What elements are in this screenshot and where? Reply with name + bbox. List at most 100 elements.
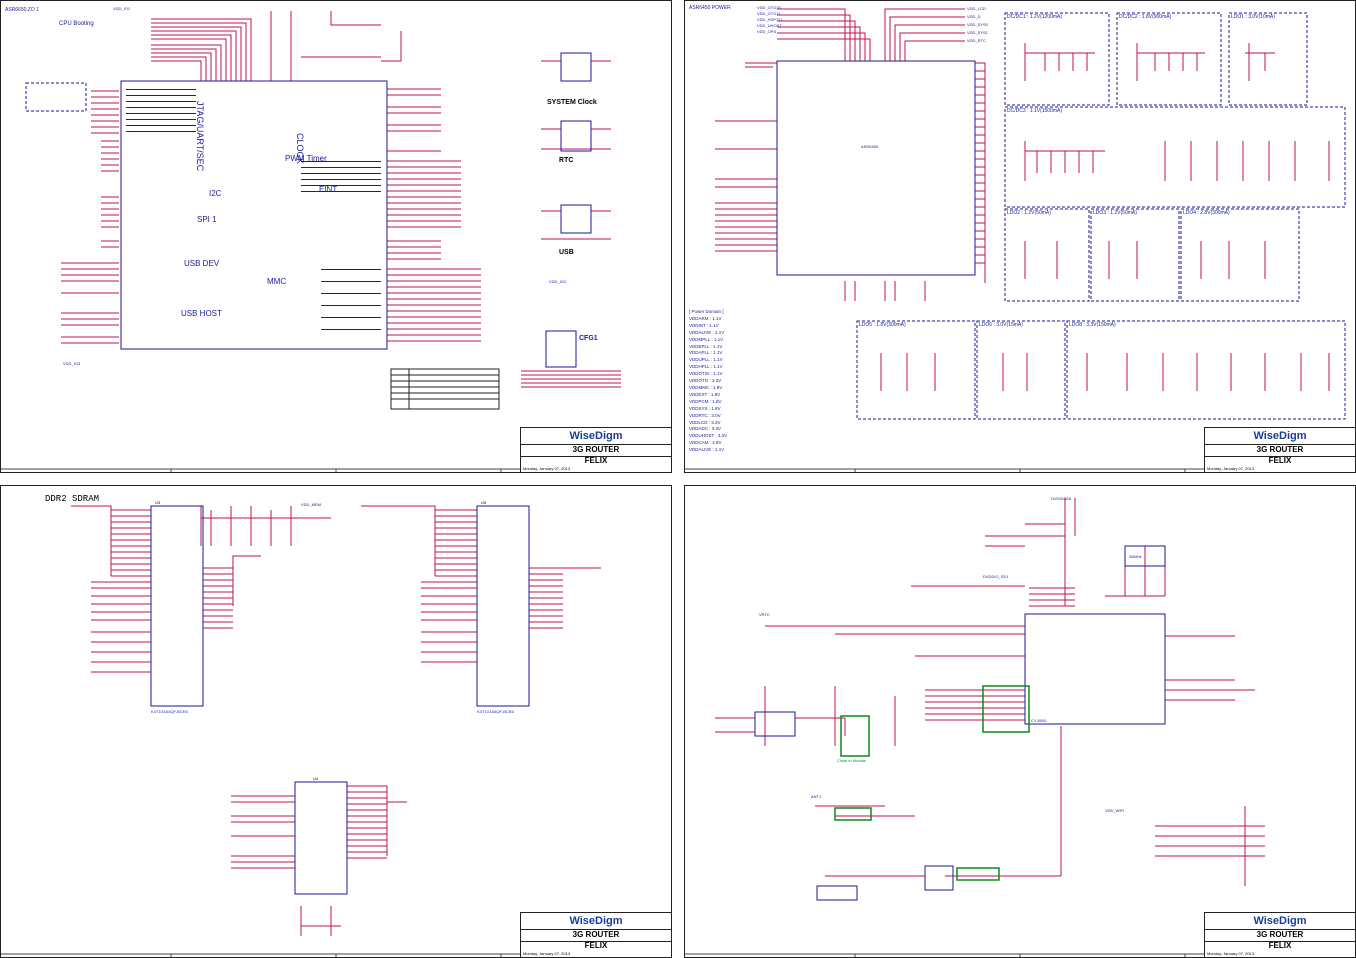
project-title: 3G ROUTER <box>1205 929 1355 942</box>
power-domain-item: VDDLCD : 3.3V <box>689 419 721 425</box>
ddr2-title: DDR2 SDRAM <box>45 494 100 504</box>
group-ldo6: LDO6 : 3.0V(15mA) <box>979 322 1023 328</box>
rail-top-4: VDD_OPS <box>757 29 777 34</box>
sheet2-header: ASR6450 POWER <box>689 5 731 11</box>
rtc-label: RTC <box>559 157 574 164</box>
cpu-booting-note: CPU Booting <box>59 21 94 27</box>
power-domain-item: VDDAPLL : 1.1V <box>689 350 723 356</box>
company-logo: WiseDigm <box>521 428 671 445</box>
power-domain-item: VDDRTC : 3.0V <box>689 412 721 418</box>
rail-top-3: VDD_UHOST <box>757 23 782 28</box>
rail-dvddio28: DVDDIO28 <box>1051 496 1072 501</box>
sheet1-header: ASR6650.ZO 1 <box>5 7 39 13</box>
document-number: FELIX <box>1268 941 1292 950</box>
group-ldo4: LDO4 : 2.8V(300mA) <box>1183 210 1230 216</box>
close-to-module-note: Close to Module <box>837 758 866 763</box>
mmc-block-label: MMC <box>267 277 287 286</box>
rail-right-3: VDD_SYS1 <box>967 30 988 35</box>
power-domain-item: VDDOTGI : 1.1V <box>689 371 723 377</box>
sheet-date: Monday, January 07, 2013 <box>523 951 571 956</box>
crystal-label: 26MHz <box>1129 554 1142 559</box>
group-ldo3: LDO3 : 1.2V(50mA) <box>1093 210 1137 216</box>
power-domain-item: VDDALIVE : 1.1V <box>689 329 725 335</box>
ddr2-part-u3: U3 <box>155 500 161 505</box>
group-dcdc2: DC/DC2 : 1.8V(900mA) <box>1119 14 1172 20</box>
title-block: WiseDigm 3G ROUTER FELIX Monday, January… <box>520 427 671 472</box>
rail-top-0: VDD_OTG33 <box>757 5 781 10</box>
project-title: 3G ROUTER <box>521 444 671 457</box>
power-domain-item: VDDCAM : 2.8V <box>689 440 722 446</box>
power-domain-item: VDDMMC : 1.8V <box>689 384 723 390</box>
rail-dvddio-sd1: DVDDIO_SD1 <box>983 574 1009 579</box>
rail-vdd-io1: VDD_IO1 <box>113 6 131 11</box>
sheet2-wiring <box>685 8 1355 472</box>
sheet-date: Monday, January 07, 2013 <box>1207 951 1255 956</box>
system-clock-label: SYSTEM Clock <box>547 99 597 106</box>
eint-block-label: EINT <box>319 185 338 194</box>
document-number: FELIX <box>584 456 608 465</box>
group-ldo1: LDO1 : 3.0V(10mA) <box>1231 14 1275 20</box>
power-domain-item: VDDARM : 1.1V <box>689 315 722 321</box>
ddr2-footprint-u5: K4T1G164QF-BCE6 <box>477 709 514 714</box>
usb-label: USB <box>559 249 574 256</box>
sheet1-wiring <box>1 11 671 472</box>
sheet-date: Monday, January 07, 2013 <box>1207 466 1255 471</box>
schematic-sheet-power: ASR6450 POWER ASR6450 VDD_OTG33 VDD_OTG1… <box>684 0 1356 473</box>
document-number: FELIX <box>1268 456 1292 465</box>
i2c-block-label: I2C <box>209 189 222 198</box>
power-domain-item: VDDUPLL : 1.1V <box>689 357 723 363</box>
power-domain-item: VDDEXT : 1.8V <box>689 391 721 397</box>
power-domain-item: VDDEPLL : 1.1V <box>689 343 723 349</box>
schematic-sheet-ddr2: DDR2 SDRAM U3 U4 U5 K4T1G164QF-BCE6 K4T1… <box>0 485 672 958</box>
group-ldo8: LDO8 : 3.3V(150mA) <box>1069 322 1116 328</box>
document-number: FELIX <box>584 941 608 950</box>
power-domain-item: VDDALIVE : 1.1V <box>689 447 725 453</box>
schematic-sheet-wifi: DVDDIO28 DVDDIO_SD1 VRTC VDD_WIFI CY-800… <box>684 485 1356 958</box>
power-domain-title: [ Power Domain ] <box>689 309 724 314</box>
sheet3-wiring <box>1 505 671 957</box>
usbdev-block-label: USB DEV <box>184 259 220 268</box>
power-domain-item: VDDHPLL : 1.1V <box>689 364 723 370</box>
rail-vdd-mem: VDD_MEM <box>301 502 322 507</box>
rail-vdd-io2: VDD_IO2 <box>549 279 567 284</box>
sheet4-wiring <box>685 498 1355 957</box>
group-dcdc3: DC/DC3 : 1.1V(1500mA) <box>1007 108 1063 114</box>
project-title: 3G ROUTER <box>521 929 671 942</box>
rail-top-1: VDD_OTG11 <box>757 11 781 16</box>
sheet-date: Monday, January 07, 2013 <box>523 466 571 471</box>
rail-vrtc: VRTC <box>759 612 770 617</box>
group-ldo5: LDO5 : 1.8V(300mA) <box>859 322 906 328</box>
power-domain-item: VDDOTG : 3.3V <box>689 378 722 384</box>
rail-right-1: VDD_D <box>967 14 981 19</box>
project-title: 3G ROUTER <box>1205 444 1355 457</box>
rail-right-2: VDD_SYS0 <box>967 22 988 27</box>
company-logo: WiseDigm <box>521 913 671 930</box>
power-domain-item: VDDINT : 1.1V <box>689 322 719 328</box>
group-dcdc1: DC/DC1 : 1.2V(1200mA) <box>1007 14 1063 20</box>
power-domain-item: VDDSYS : 1.8V <box>689 405 721 411</box>
jtag-block-label: JTAG/UART/SEC <box>195 101 205 172</box>
title-block: WiseDigm 3G ROUTER FELIX Monday, January… <box>520 912 671 957</box>
rail-vdd-io3: VDD_IO3 <box>63 361 81 366</box>
cfg-label: CFG1 <box>579 335 598 342</box>
group-ldo2: LDO2 : 1.2V(50mA) <box>1007 210 1051 216</box>
power-domain-item: VDDMPLL : 1.1V <box>689 336 724 342</box>
pmic-part-name: ASR6450 <box>861 144 879 149</box>
ddr2-part-u4: U4 <box>313 776 319 781</box>
power-domain-list: [ Power Domain ] VDDARM : 1.1V VDDINT : … <box>689 309 727 454</box>
ddr2-footprint-u3: K4T1G164QF-BCE6 <box>151 709 188 714</box>
ddr2-part-u5: U5 <box>481 500 487 505</box>
title-block: WiseDigm 3G ROUTER FELIX Monday, January… <box>1204 427 1355 472</box>
power-domain-item: VDDADC : 3.3V <box>689 426 722 432</box>
antenna-label: ANT1 <box>811 794 822 799</box>
power-domain-item: VDDUHOST : 3.3V <box>689 433 728 439</box>
company-logo: WiseDigm <box>1205 428 1355 445</box>
rail-right-4: VDD_RTC <box>967 38 986 43</box>
rail-right-0: VDD_LCD <box>967 6 986 11</box>
schematic-sheet-cpu: ASR6650.ZO 1 CPU Booting VDD_IO1 JTAG/UA… <box>0 0 672 473</box>
spi-block-label: SPI 1 <box>197 215 217 224</box>
rail-vdd-wifi: VDD_WIFI <box>1105 808 1125 813</box>
pwm-block-label: PWM Timer <box>285 154 327 163</box>
power-domain-item: VDDPCM : 1.8V <box>689 398 722 404</box>
wifi-module-part: CY-8000 <box>1031 718 1047 723</box>
